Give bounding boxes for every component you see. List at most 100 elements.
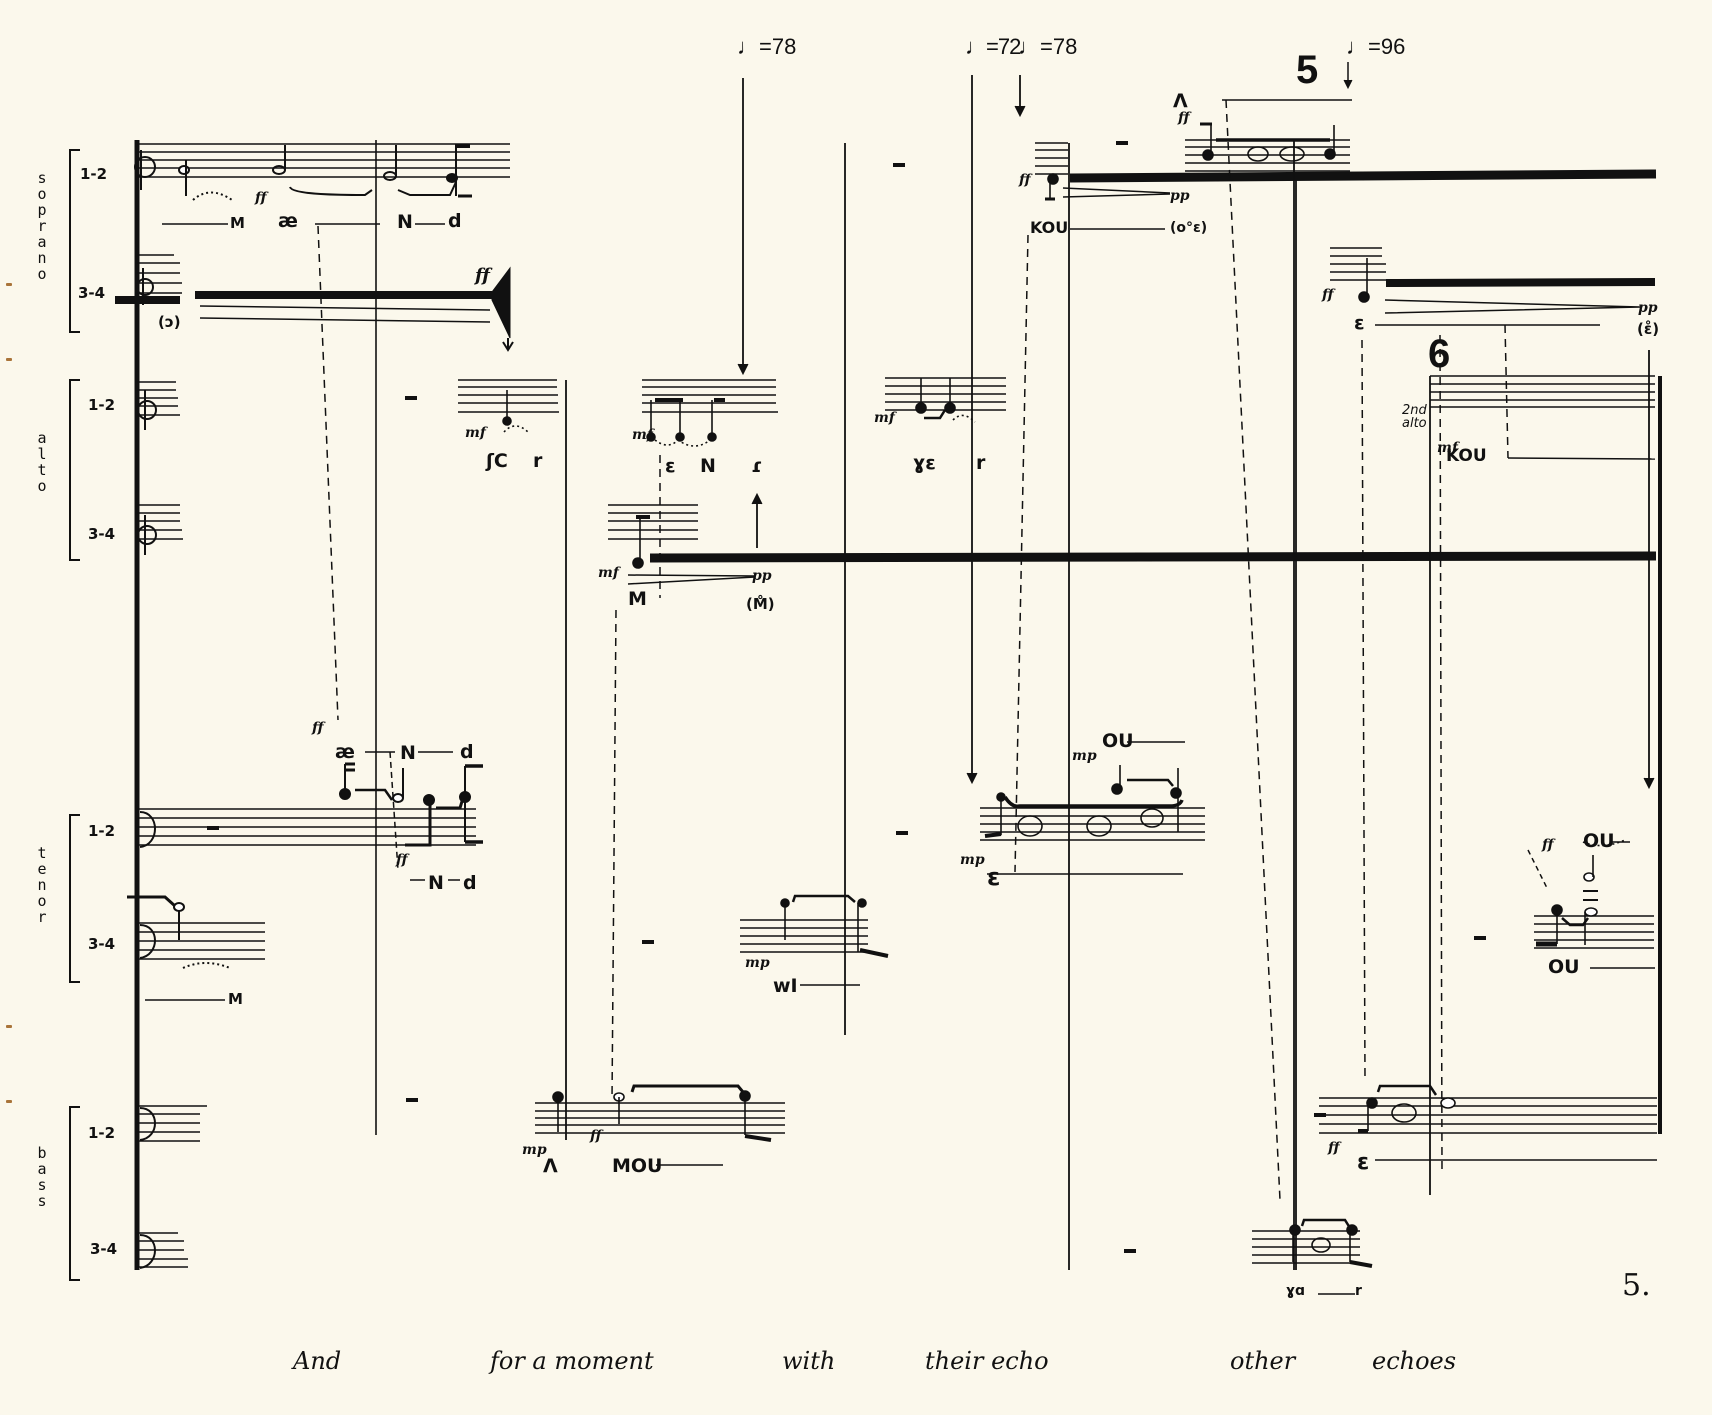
dynamic-mark: mf	[874, 410, 895, 426]
binding-stitch	[6, 1100, 12, 1103]
part-label-bass-3-4: 3-4	[90, 1240, 118, 1258]
tempo-mark: ♩=72	[965, 34, 1021, 59]
staff-alto-3-4	[137, 504, 183, 540]
dynamic-mark: pp	[1638, 300, 1658, 316]
dashed-cue-line	[1361, 339, 1366, 1081]
dynamic-mark: ff	[590, 1128, 602, 1144]
arrow-head	[1014, 105, 1026, 118]
arrow-head	[1643, 777, 1655, 790]
part-label-soprano-3-4: 3-4	[78, 284, 106, 302]
tenor-1-2-late	[980, 765, 1205, 841]
tenor-1-2-notes	[339, 762, 483, 847]
dynamic-mark: ff	[255, 190, 267, 206]
dynamic-mark: ff	[1019, 172, 1031, 188]
dynamic-mark: pp	[1170, 188, 1190, 204]
soprano-notes	[178, 144, 472, 201]
dynamic-mark: mp	[745, 955, 770, 971]
voice-bracket-alto	[69, 379, 80, 561]
syllable: (ε̊)	[1637, 320, 1660, 338]
part-label-tenor-1-2: 1-2	[88, 822, 116, 840]
diminuendo-hairpin	[627, 574, 756, 585]
syllable: ɣɑ	[1286, 1283, 1306, 1299]
syllable: (M̊)	[746, 595, 775, 613]
syllable: ε	[987, 863, 1001, 891]
part-label-tenor-3-4: 3-4	[88, 935, 116, 953]
binding-stitch	[6, 283, 12, 286]
part-label-alto-3-4: 3-4	[88, 525, 116, 543]
dynamic-mark: mp	[522, 1142, 547, 1158]
dynamic-mark: ff	[475, 265, 490, 286]
dashed-cue-line	[317, 225, 339, 721]
clef-glyphs	[134, 150, 157, 1269]
syllable: Λ	[1173, 90, 1188, 112]
bass-1-2-fragment	[535, 1084, 785, 1142]
rehearsal-6-staff	[1430, 375, 1655, 408]
syllable: ʃC	[486, 450, 508, 472]
syllable: ε	[1357, 1150, 1370, 1175]
staff-soprano-1-2	[137, 143, 510, 178]
dynamic-mark: mf	[1437, 440, 1458, 456]
alto-3-4-fragment	[608, 504, 698, 569]
crescendo-hairpin	[199, 305, 491, 323]
syllable: N	[428, 872, 444, 894]
syllable: N	[397, 211, 413, 233]
binding-stitch	[6, 1025, 12, 1028]
tempo-mark: ♩=78	[1018, 34, 1078, 59]
syllable: KOU	[1030, 218, 1069, 237]
diminuendo-hairpin	[1062, 187, 1171, 198]
syllable: r	[533, 450, 543, 472]
voice-bracket-tenor	[69, 814, 80, 983]
rehearsal-mark-6: 6	[1428, 332, 1451, 376]
diminuendo-hairpin	[1384, 299, 1641, 314]
tenor-tie	[127, 895, 177, 908]
dynamic-mark: ff	[1178, 110, 1190, 126]
syllable: OU	[1102, 730, 1134, 752]
dynamic-mark: mp	[1072, 748, 1097, 764]
binding-stitch	[6, 358, 12, 361]
voice-bracket-soprano	[69, 149, 80, 333]
lyric-word: And	[293, 1347, 342, 1375]
syllable: OU	[1548, 956, 1580, 978]
tempo-mark: ♩=96	[1346, 34, 1406, 59]
tempo-mark: ♩=78	[737, 34, 797, 59]
dynamic-mark: ff	[312, 720, 324, 736]
voice-label-bass: bass	[37, 1144, 47, 1210]
syllable: (ɔ)	[158, 313, 181, 331]
rest-marks	[207, 141, 1486, 1253]
part-label-alto-1-2: 1-2	[88, 396, 116, 414]
rehearsal-mark-5: 5	[1296, 48, 1319, 92]
bass-3-4-late	[1252, 1218, 1373, 1268]
voice-bracket-bass	[69, 1106, 80, 1281]
staff-bass-1-2	[137, 1105, 207, 1142]
syllable: M	[228, 990, 243, 1008]
lyric-word: echoes	[1372, 1347, 1457, 1375]
dynamic-mark: ff	[1322, 287, 1334, 303]
arrow-down	[502, 338, 514, 352]
dashed-cue-line	[1527, 849, 1549, 891]
lyric-word: for a moment	[490, 1347, 654, 1375]
sustain-bar	[115, 291, 492, 304]
lyric-word: other	[1230, 1347, 1296, 1375]
dynamic-mark: pp	[752, 568, 772, 584]
syllable: r	[1355, 1283, 1362, 1299]
soprano-late-fragment	[1035, 142, 1068, 201]
alto-fragment-1	[458, 379, 559, 433]
syllable: N	[400, 742, 416, 764]
dashed-cue-line	[1439, 334, 1443, 1171]
dynamic-mark: mp	[960, 852, 985, 868]
syllable: æ	[278, 210, 298, 232]
dynamic-mark: ff	[396, 852, 408, 868]
dashed-cue-line	[1225, 99, 1281, 1201]
voice-label-soprano: soprano	[37, 169, 47, 283]
arrow-head	[1343, 79, 1353, 90]
syllable: wI	[773, 975, 798, 997]
fortissimo-wedge	[491, 266, 511, 339]
rehearsal-5-fragment	[1185, 122, 1350, 172]
bass-1-2-late	[1319, 1084, 1657, 1134]
alto-fragment-3	[885, 377, 1006, 423]
syllable: Λ	[543, 1155, 558, 1177]
syllable: OU	[1583, 830, 1615, 852]
tenor-3-4-notes	[173, 902, 231, 969]
